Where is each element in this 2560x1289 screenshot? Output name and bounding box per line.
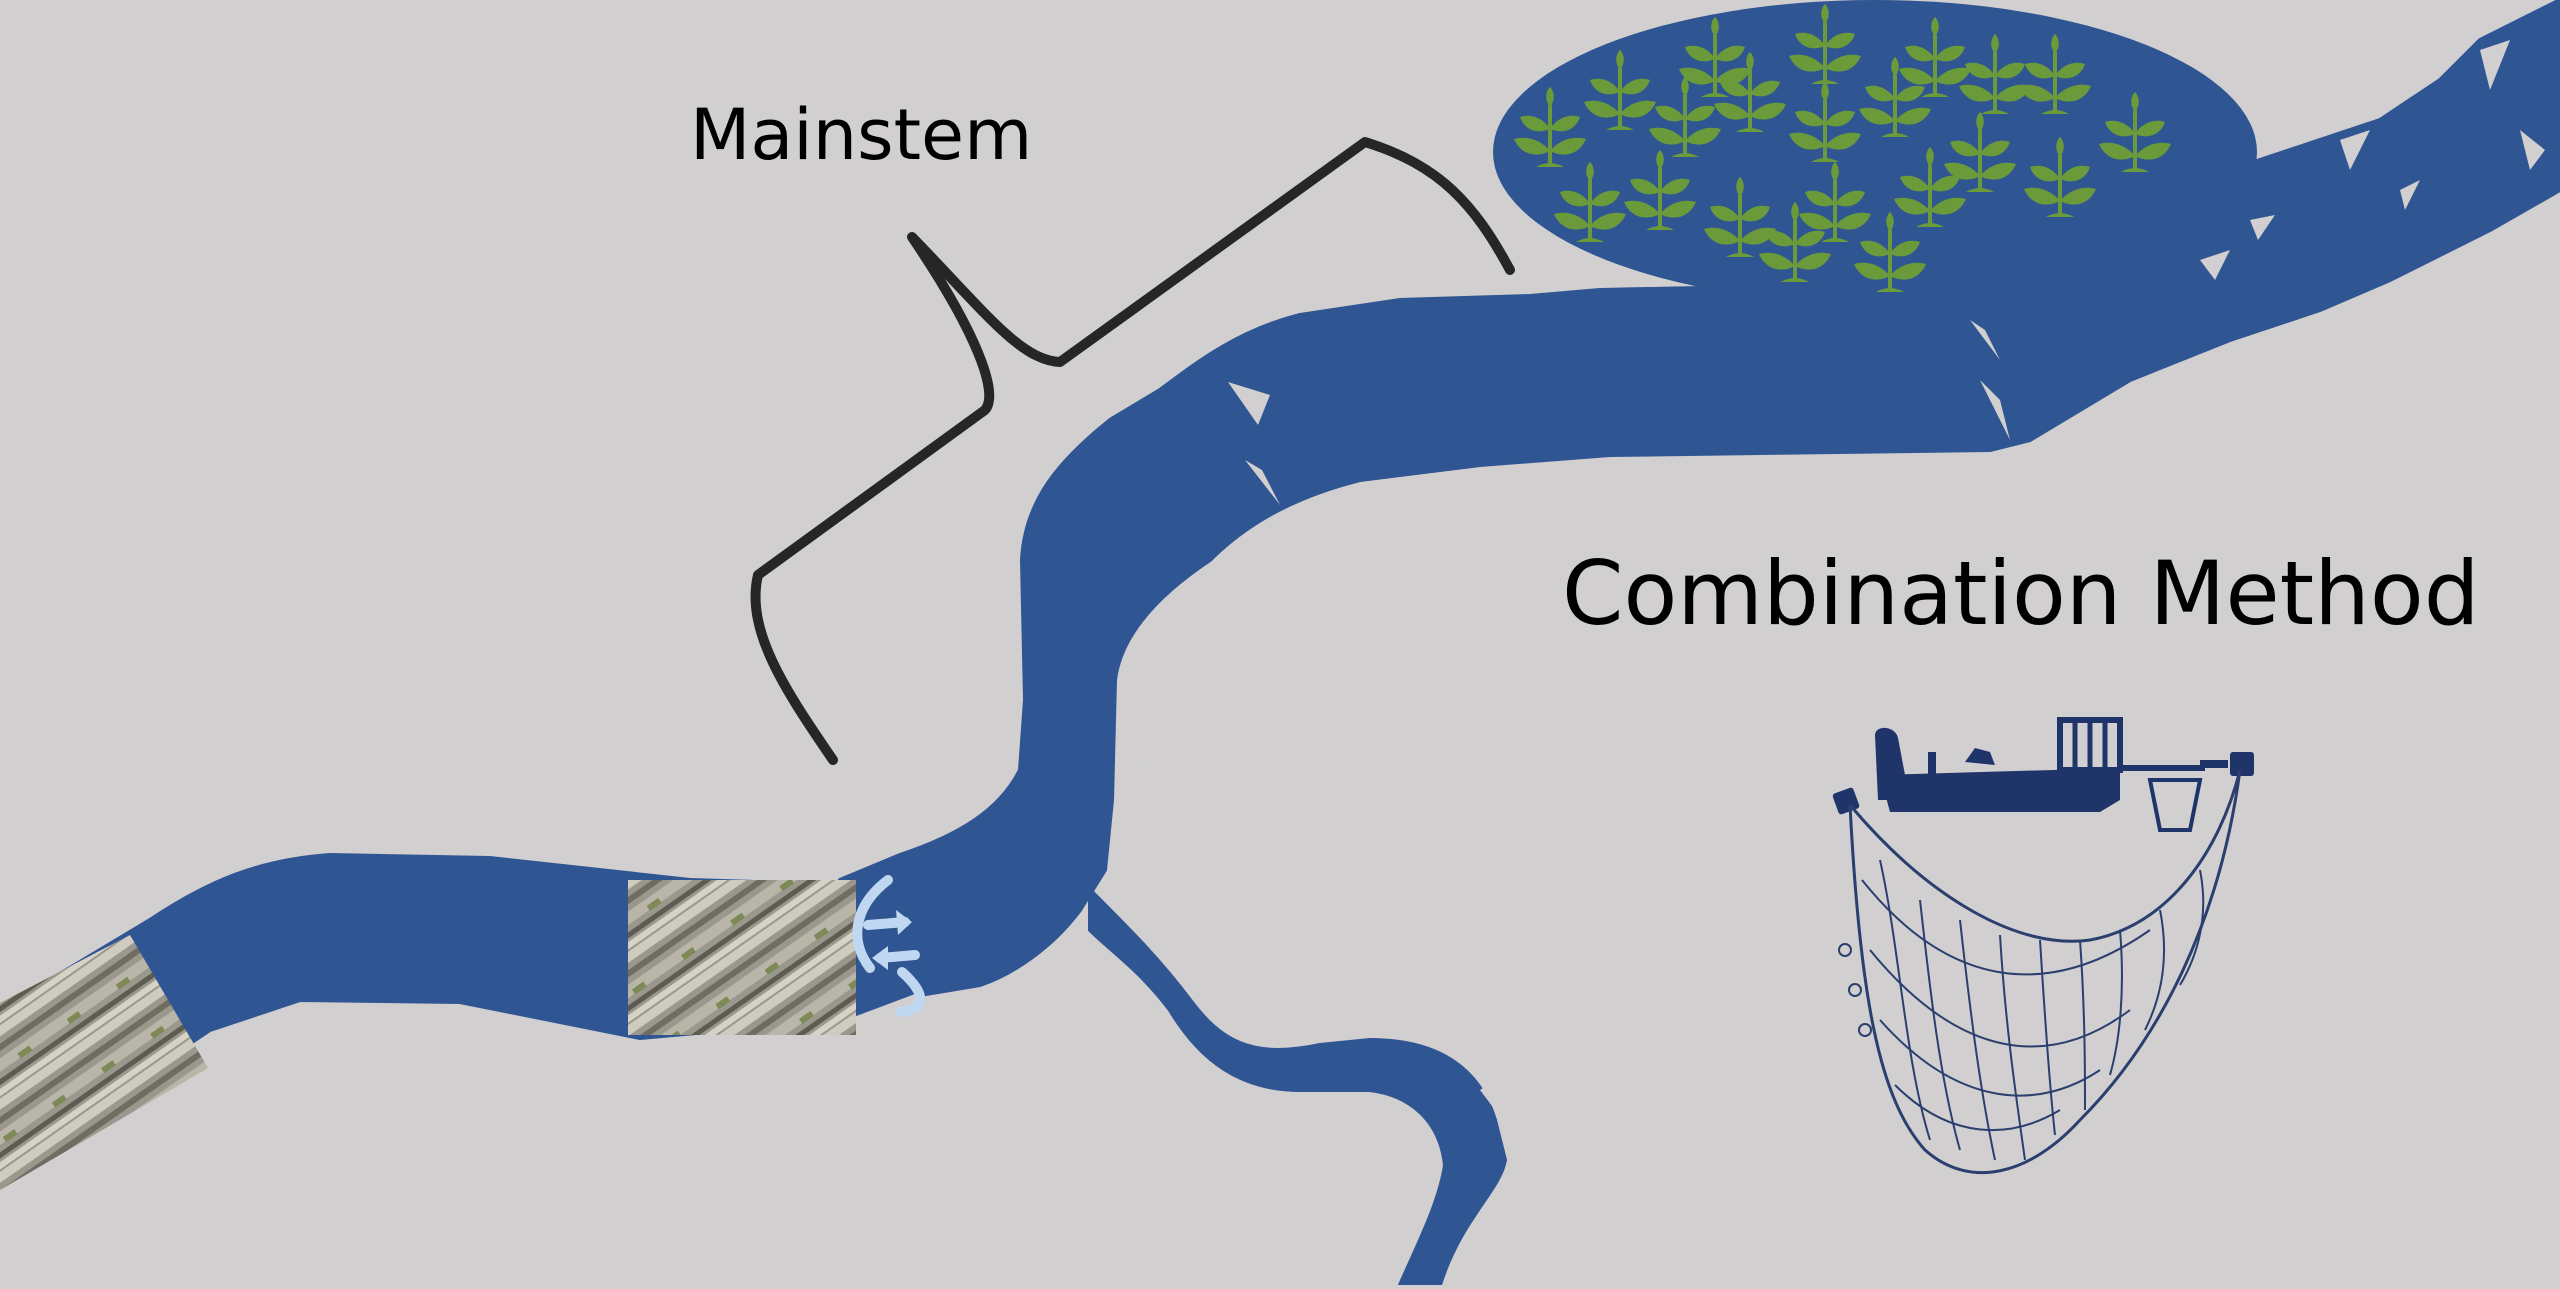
combination-method-label: Combination Method — [1562, 550, 2480, 638]
electrofishing-boat-icon — [1832, 720, 2254, 830]
vegetation-patch — [1493, 0, 2257, 304]
river-tributary-south — [1090, 890, 1505, 1285]
rock-center — [628, 880, 856, 1035]
mainstem-label: Mainstem — [690, 100, 1032, 170]
